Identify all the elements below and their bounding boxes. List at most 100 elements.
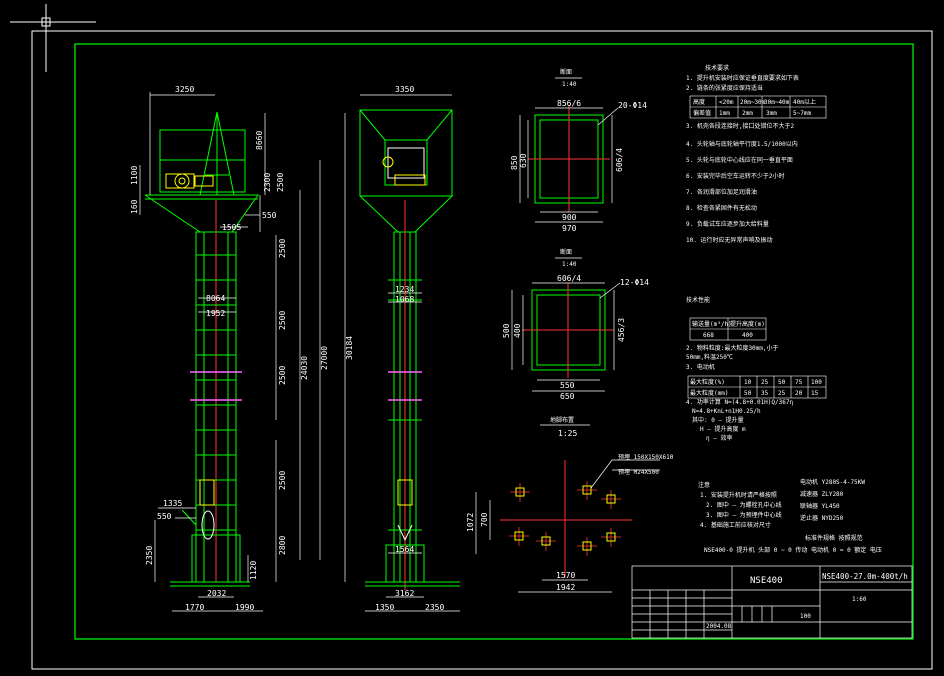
perf-f3: η — 效率 (706, 434, 732, 442)
section-a-right: 606/4 (615, 148, 624, 172)
lower-note-3: 3. 图中 — 为预埋件中心线 (706, 511, 782, 519)
perf-gv-4: 20 (795, 390, 803, 397)
dim-b1120: 1120 (249, 561, 258, 580)
section-b-bottom1: 550 (560, 381, 575, 390)
dim-b1990: 1990 (235, 603, 254, 612)
foundation (475, 424, 660, 593)
dim-h2500b: 2500 (278, 239, 287, 258)
dim-b1770: 1770 (185, 603, 204, 612)
tech-note-line-9: 9. 负载试车应逐步加大给料量 (686, 220, 769, 228)
section-b-label: 断面 (560, 248, 572, 256)
dim-h2500c: 2500 (278, 311, 287, 330)
side-w1234: 1234 (395, 285, 414, 294)
side-w1564: 1564 (395, 545, 414, 554)
dim-right-2300: 2300 (263, 173, 272, 192)
lower-note-2: 2. 图中 — 为螺栓孔中心线 (706, 501, 782, 509)
section-a-label: 断面 (560, 68, 572, 76)
perf-gv-2: 35 (761, 390, 769, 397)
foundation-left1: 1072 (466, 513, 475, 532)
outer-frame (31, 30, 933, 670)
tech-tv-0: 偏差值 (693, 109, 711, 117)
tech-th-2: 20m~30m (740, 99, 766, 106)
section-a-texts: 断面 1:40 856/6 20-Φ14 850 630 606/4 900 9… (510, 68, 647, 233)
crosshair-cursor-icon (10, 4, 96, 72)
title-block-texts: NSE400 NSE400-27.0m-400t/h 2004.08 1:60 … (706, 572, 908, 630)
side-dimension-lines (360, 94, 460, 612)
title-block (631, 565, 913, 639)
tech-th-4: 40m以上 (793, 98, 816, 106)
tech-note-line-10: 10. 运行时应无异常声响及振动 (686, 236, 772, 244)
section-b-right: 456/3 (617, 318, 626, 342)
front-view (144, 111, 259, 587)
section-a-left2: 630 (519, 153, 528, 168)
dim-h2800: 2800 (278, 536, 287, 555)
foundation-label: 地脚布置 (550, 416, 574, 424)
side-top-width: 3350 (395, 85, 414, 94)
foundation-texts: 地脚布置 1:25 预埋 150X150X610 预埋 M24X500 1072… (466, 416, 674, 592)
dim-w550: 550 (262, 211, 277, 220)
side-b2350: 2350 (425, 603, 444, 612)
side-w1068: 1068 (395, 295, 414, 304)
side-dimension-texts: 3350 1234 1068 1564 3162 1350 2350 (375, 85, 444, 612)
dim-b1335: 1335 (163, 499, 182, 508)
foundation-sub: 1:25 (558, 429, 577, 438)
perf-gh-0: 最大粒度(%) (690, 378, 725, 386)
section-a-sub: 1:40 (562, 81, 577, 88)
perf-gh-5: 100 (811, 379, 822, 386)
front-dimension-lines (139, 92, 346, 612)
foundation-bottom2: 1942 (556, 583, 575, 592)
inner-frame (74, 43, 914, 640)
side-view (359, 109, 460, 590)
dim-h2500e: 2500 (278, 471, 287, 490)
perf-line2: 2. 物料粒度:最大粒度30mm,小于 (686, 344, 779, 352)
dim-b2032: 2032 (207, 589, 226, 598)
section-b-texts: 断面 1:40 606/4 12-Φ14 500 400 456/3 550 6… (502, 248, 649, 401)
tech-th-0: 高度 (693, 98, 705, 106)
dim-right-2500a: 2500 (276, 173, 285, 192)
foundation-left2: 700 (480, 512, 489, 527)
foundation-note1: 预埋 150X150X610 (618, 453, 674, 461)
right-reducer: 减速器 ZLY280 (800, 490, 844, 498)
dim-left-h1: 1100 (130, 166, 139, 185)
dim-b2350: 2350 (145, 546, 154, 565)
dim-total-h1: 24030 (300, 356, 309, 380)
right-motor: 电动机 Y280S-4-75KW (800, 478, 865, 486)
section-a-left1: 850 (510, 155, 519, 170)
perf-gh-2: 25 (761, 379, 769, 386)
perf-gh-4: 75 (795, 379, 803, 386)
section-b-bottom2: 650 (560, 392, 575, 401)
foundation-bottom1: 1570 (556, 571, 575, 580)
right-notes: 电动机 Y280S-4-75KW 减速器 ZLY280 联轴器 YL450 逆止… (698, 478, 882, 554)
front-dimension-texts: 3250 1100 160 8660 2300 2500 550 1505 25… (130, 85, 354, 612)
dim-w1952: 1952 (206, 309, 225, 318)
dim-b550: 550 (157, 512, 172, 521)
tech-note-line-7: 7. 各润滑部位加足润滑油 (686, 188, 757, 196)
dim-w1505: 1505 (222, 223, 241, 232)
side-b1350: 1350 (375, 603, 394, 612)
dim-total-h3: 30184 (345, 336, 354, 360)
perf-rh-0: 输送量(m³/h) (692, 320, 732, 328)
right-coupling: 联轴器 YL450 (800, 502, 840, 510)
dim-left-h2: 160 (130, 199, 139, 214)
perf-rh-1: 提升高度(m) (730, 320, 765, 328)
section-a (519, 77, 619, 223)
dim-h2500d: 2500 (278, 366, 287, 385)
extra-label: 标准件规格 按照规范 (805, 534, 863, 542)
dim-w8064: 8064 (206, 294, 225, 303)
drawing-weight: 100 (800, 613, 811, 620)
section-b-bolt: 12-Φ14 (620, 278, 649, 287)
section-a-top: 856/6 (557, 99, 581, 108)
perf-line3: 3. 电动机 (686, 363, 715, 371)
side-w3162: 3162 (395, 589, 414, 598)
drawing-model: NSE400-27.0m-400t/h (822, 572, 908, 581)
tech-note-line-3: 3. 机壳各段连接时,接口处错位不大于2 (686, 122, 794, 130)
perf-rv-0: 668 (703, 332, 714, 339)
tech-note-line-5: 5. 头轮与底轮中心线应在同一垂直平面 (686, 156, 793, 164)
dim-right-top: 8660 (255, 131, 264, 150)
perf-rv-1: 400 (742, 332, 753, 339)
drawing-date: 2004.08 (706, 623, 732, 630)
perf-gv-3: 25 (778, 390, 786, 397)
dim-top-width: 3250 (175, 85, 194, 94)
right-note: NSE400-0 提升机 头部 0 ~ 0 传动 电动机 0 = 0 额定 电压 (704, 546, 882, 554)
